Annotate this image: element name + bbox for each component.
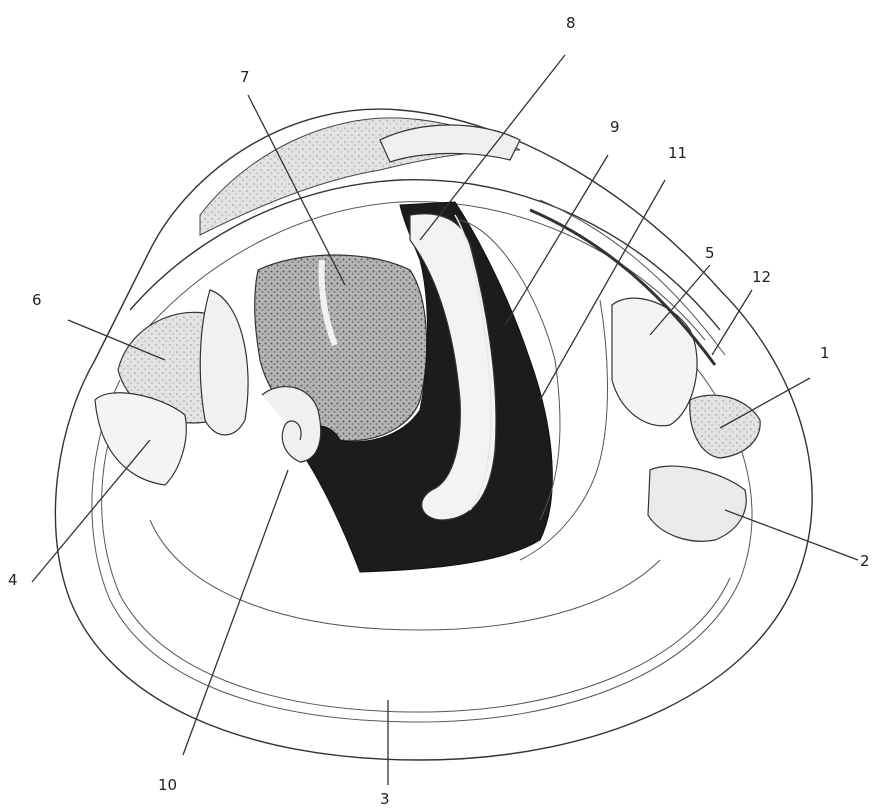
leader-12: [712, 290, 752, 355]
leader-4: [32, 440, 150, 582]
label-11: 11: [668, 144, 687, 162]
label-2: 2: [860, 552, 870, 570]
label-6: 6: [32, 291, 42, 309]
anterior-retractor: [200, 290, 248, 435]
label-9: 9: [610, 118, 620, 136]
labial-palps: [95, 393, 186, 485]
label-3: 3: [380, 790, 390, 808]
label-12: 12: [752, 268, 771, 286]
label-10: 10: [158, 776, 177, 794]
label-8: 8: [566, 14, 576, 32]
siphon-incurrent: [690, 395, 760, 458]
siphon-excurrent: [648, 466, 746, 541]
rectum-loop: [262, 387, 321, 462]
leader-9: [505, 155, 608, 325]
label-5: 5: [705, 244, 715, 262]
label-1: 1: [820, 344, 830, 362]
leader-10: [183, 470, 288, 755]
leader-2: [725, 510, 858, 560]
label-7: 7: [240, 68, 250, 86]
label-4: 4: [8, 571, 18, 589]
